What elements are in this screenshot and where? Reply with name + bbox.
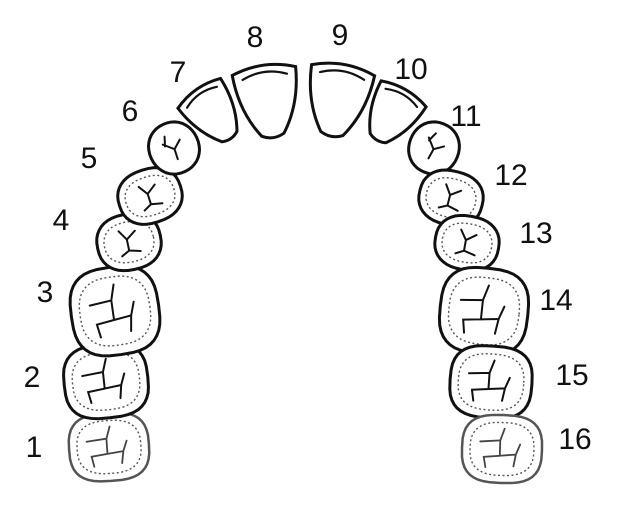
- incisal-edge: [318, 69, 366, 81]
- tooth-outline: [448, 344, 534, 420]
- tooth-8: [230, 62, 298, 140]
- tooth-6: [146, 120, 202, 176]
- tooth-number-label: 13: [519, 217, 552, 250]
- occlusal-groove: [88, 283, 135, 339]
- tooth-1: [67, 411, 151, 483]
- occlusal-groove: [427, 132, 446, 160]
- tooth-16: [460, 413, 544, 485]
- occlusal-groove: [161, 135, 181, 161]
- cusp-outline: [103, 220, 155, 264]
- occlusal-groove: [85, 425, 128, 468]
- tooth-number-label: 5: [81, 142, 98, 175]
- tooth-14: [437, 265, 531, 357]
- tooth-5: [116, 166, 184, 226]
- tooth-outline: [67, 411, 151, 483]
- cusp-outline: [441, 222, 493, 264]
- tooth-number-label: 11: [450, 100, 481, 133]
- tooth-10: [368, 79, 429, 145]
- tooth-number-label: 3: [37, 276, 54, 309]
- cusp-outline: [425, 177, 477, 219]
- occlusal-groove: [459, 284, 506, 335]
- cusp-outline: [447, 276, 521, 346]
- tooth-number-label: 10: [394, 53, 427, 86]
- tooth-outline: [460, 413, 544, 485]
- tooth-3: [68, 264, 162, 358]
- tooth-number-label: 1: [26, 431, 43, 464]
- tooth-outline: [308, 61, 377, 139]
- tooth-number-label: 9: [332, 19, 349, 52]
- occlusal-groove: [117, 229, 142, 258]
- occlusal-groove: [454, 228, 478, 257]
- tooth-number-label: 2: [24, 361, 41, 394]
- tooth-9: [308, 61, 377, 139]
- occlusal-groove: [81, 357, 126, 404]
- incisal-edge: [241, 70, 289, 82]
- tooth-15: [448, 344, 534, 420]
- occlusal-groove: [468, 359, 511, 402]
- cusp-outline: [124, 174, 176, 218]
- tooth-number-label: 7: [170, 56, 187, 89]
- tooth-7: [176, 76, 239, 144]
- tooth-number-label: 15: [555, 359, 588, 392]
- occlusal-groove: [137, 183, 164, 212]
- tooth-outline: [368, 79, 429, 145]
- tooth-number-label: 14: [539, 284, 572, 317]
- incisal-edge: [185, 85, 218, 109]
- tooth-number-label: 6: [122, 95, 139, 128]
- tooth-number-label: 4: [53, 204, 70, 237]
- tooth-number-label: 16: [558, 423, 591, 456]
- incisal-edge: [384, 87, 419, 109]
- tooth-outline: [230, 62, 298, 140]
- tooth-number-label: 8: [247, 21, 264, 54]
- occlusal-groove: [479, 427, 522, 469]
- cusp-outline: [78, 275, 152, 347]
- tooth-number-label: 12: [494, 159, 527, 192]
- cusp-outline: [457, 352, 525, 412]
- tooth-outline: [176, 76, 239, 144]
- occlusal-groove: [437, 183, 463, 212]
